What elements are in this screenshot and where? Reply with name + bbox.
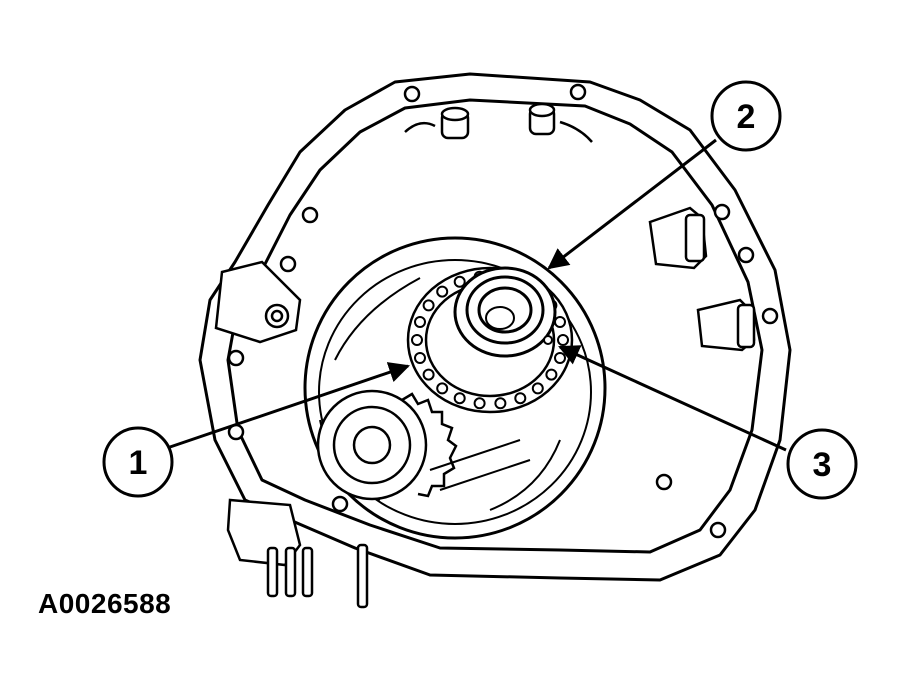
bearing-roller xyxy=(436,382,449,395)
bearing-roller xyxy=(545,368,558,381)
bolt-hole xyxy=(709,521,727,539)
bolt-hole xyxy=(569,83,587,101)
callout-2-label: 2 xyxy=(737,98,756,136)
bolt-hole xyxy=(737,246,755,264)
bearing-roller xyxy=(414,316,426,328)
leader-lines xyxy=(169,138,787,452)
bearing-roller xyxy=(453,392,466,405)
bearing-roller xyxy=(411,334,423,346)
callout-3-label: 3 xyxy=(813,446,832,484)
linkage-rod xyxy=(356,543,369,609)
callout-1-label: 1 xyxy=(129,444,148,482)
linkage-rod xyxy=(266,546,279,598)
callout-2: 2 xyxy=(710,80,782,152)
bolt-hole xyxy=(713,203,731,221)
cooler-line-fittings xyxy=(648,206,756,352)
bearing-roller xyxy=(422,299,435,312)
bearing-roller xyxy=(414,352,426,364)
bearing-roller xyxy=(422,368,435,381)
callout-3: 3 xyxy=(786,428,858,500)
bearing-roller xyxy=(554,316,566,328)
bore-inner xyxy=(318,259,592,525)
bolt-hole xyxy=(227,349,245,367)
linkage-rod xyxy=(284,546,297,598)
check-ball xyxy=(543,335,553,345)
internal-detail xyxy=(429,439,531,491)
callout-3-leader xyxy=(558,345,787,452)
callout-2-leader xyxy=(547,138,717,270)
bottom-linkage xyxy=(226,498,369,609)
left-bracket xyxy=(214,260,302,344)
bearing-roller xyxy=(473,397,486,410)
bearing-roller xyxy=(494,397,507,410)
bolt-hole xyxy=(655,473,673,491)
bearing-roller xyxy=(557,334,569,346)
bearing-roller xyxy=(531,382,544,395)
bolt-hole xyxy=(331,495,349,513)
case-bolt-holes xyxy=(227,83,779,539)
planetary-gear xyxy=(316,389,458,501)
dowel-pin-top xyxy=(528,102,556,118)
bolt-hole xyxy=(761,307,779,325)
top-rib xyxy=(404,120,593,143)
figure-id-label: A0026588 xyxy=(38,588,172,619)
linkage-rod xyxy=(301,546,314,598)
bearing-roller xyxy=(514,392,527,405)
callout-1: 1 xyxy=(102,426,174,498)
bolt-hole xyxy=(301,206,319,224)
bearing-roller xyxy=(554,352,566,364)
internal-detail xyxy=(334,277,421,361)
bore-outer xyxy=(303,236,607,540)
bolt-hole xyxy=(279,255,297,273)
bolt-hole xyxy=(403,85,421,103)
bearing-roller xyxy=(453,275,466,288)
output-shaft xyxy=(453,266,557,358)
bearing-roller xyxy=(436,285,449,298)
case-inner-outline xyxy=(226,98,764,554)
callout-1-leader xyxy=(169,362,410,449)
dowel-pins xyxy=(404,102,593,143)
internal-detail xyxy=(489,439,561,511)
dowel-pin-top xyxy=(440,106,470,122)
